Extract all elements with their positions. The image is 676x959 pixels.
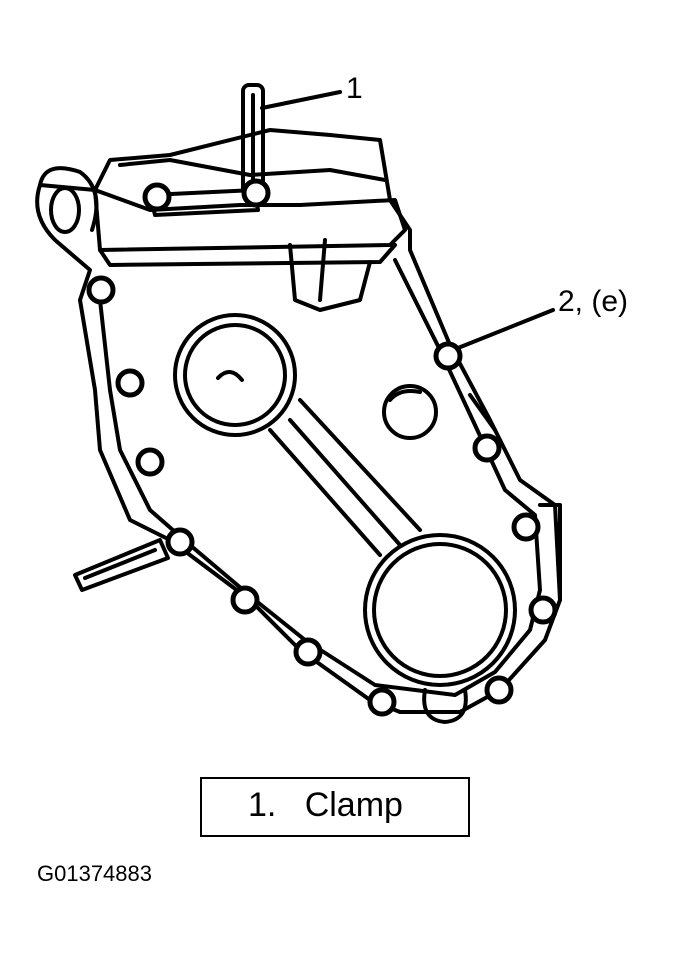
side-stud — [73, 538, 170, 592]
callout-1-label: 1 — [346, 72, 363, 105]
bolt — [241, 178, 271, 208]
cover-inner-flange — [98, 258, 542, 697]
lower-pulley — [363, 533, 517, 687]
bolt — [142, 182, 172, 212]
figure-id: G01374883 — [37, 861, 152, 886]
upper-pulley — [173, 313, 297, 437]
bolt — [367, 687, 397, 717]
top-housing — [93, 188, 407, 252]
bolt — [165, 527, 195, 557]
bolt — [528, 595, 558, 625]
bolt — [484, 675, 514, 705]
bolt — [433, 341, 463, 371]
bolt — [293, 637, 323, 667]
lifting-ear — [38, 166, 99, 232]
bolt — [135, 447, 165, 477]
callout-1-leader — [260, 90, 342, 110]
legend-text: 1. Clamp — [248, 786, 403, 824]
legend-box — [200, 777, 470, 837]
bolt — [230, 585, 260, 615]
bolt — [511, 512, 541, 542]
callout-2-label: 2, (e) — [558, 285, 629, 318]
bolt — [115, 368, 145, 398]
bolt — [86, 275, 116, 305]
callout-2-leader — [456, 308, 555, 350]
boss — [382, 384, 438, 440]
bolt — [472, 433, 502, 463]
timing-cover-illustration — [35, 83, 562, 724]
